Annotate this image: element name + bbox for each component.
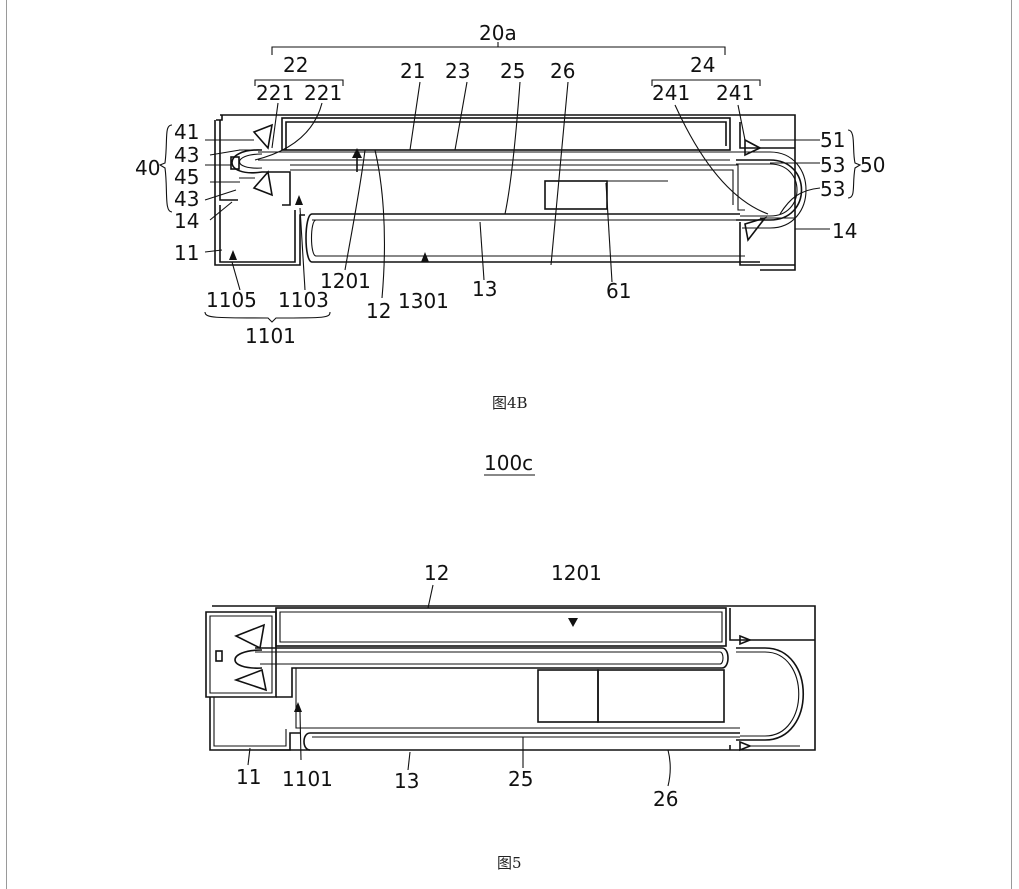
pin-45 bbox=[230, 156, 240, 170]
clip-41 bbox=[252, 123, 274, 150]
label-53-bottom: 53 bbox=[820, 177, 845, 201]
figure-5-title: 100c bbox=[484, 451, 533, 475]
label-40: 40 bbox=[135, 156, 160, 180]
label-53-top: 53 bbox=[820, 153, 845, 177]
label-26-fig5: 26 bbox=[653, 787, 678, 811]
label-241-left: 241 bbox=[652, 81, 690, 105]
plate-21 bbox=[258, 151, 738, 161]
label-26: 26 bbox=[550, 59, 575, 83]
chamber-12-fig5 bbox=[275, 607, 727, 647]
label-23: 23 bbox=[445, 59, 470, 83]
label-12-fig5: 12 bbox=[424, 561, 449, 585]
brace-20a bbox=[271, 46, 726, 55]
page-edge-right bbox=[1011, 0, 1012, 889]
brace-1101 bbox=[204, 311, 331, 323]
label-1201-fig5: 1201 bbox=[551, 561, 602, 585]
label-1101-fig5: 1101 bbox=[282, 767, 333, 791]
clip-43 bbox=[252, 170, 274, 197]
label-14-left: 14 bbox=[174, 209, 199, 233]
label-43-bottom: 43 bbox=[174, 187, 199, 211]
page-edge-left bbox=[6, 0, 7, 889]
label-25: 25 bbox=[500, 59, 525, 83]
label-45: 45 bbox=[174, 165, 199, 189]
box-left-fig5 bbox=[537, 669, 599, 723]
label-25-fig5: 25 bbox=[508, 767, 533, 791]
housing-outline bbox=[220, 114, 796, 271]
label-20a: 20a bbox=[479, 21, 517, 45]
label-21: 21 bbox=[400, 59, 425, 83]
label-41: 41 bbox=[174, 120, 199, 144]
label-61: 61 bbox=[606, 279, 631, 303]
label-43-top: 43 bbox=[174, 143, 199, 167]
label-13-fig5: 13 bbox=[394, 769, 419, 793]
box-61 bbox=[544, 180, 608, 210]
label-1103: 1103 bbox=[278, 288, 329, 312]
brace-22 bbox=[254, 79, 344, 86]
frame-11 bbox=[214, 120, 305, 266]
label-22: 22 bbox=[283, 53, 308, 77]
label-12: 12 bbox=[366, 299, 391, 323]
housing-outline-5 bbox=[212, 605, 816, 751]
label-11: 11 bbox=[174, 241, 199, 265]
bend-24 bbox=[736, 159, 803, 221]
label-1105: 1105 bbox=[206, 288, 257, 312]
label-14-right: 14 bbox=[832, 219, 857, 243]
label-241-right: 241 bbox=[716, 81, 754, 105]
frame-50 bbox=[739, 122, 795, 149]
label-13: 13 bbox=[472, 277, 497, 301]
label-221-left: 221 bbox=[256, 81, 294, 105]
brace-40 bbox=[158, 124, 173, 213]
bend-22 bbox=[231, 149, 291, 206]
label-1101: 1101 bbox=[245, 324, 296, 348]
clip-bottom-fig5 bbox=[233, 668, 268, 692]
chamber-13-fig5 bbox=[303, 732, 311, 751]
label-51: 51 bbox=[820, 128, 845, 152]
bend-left-fig5 bbox=[234, 649, 263, 669]
box-right-fig5 bbox=[597, 669, 725, 723]
label-1301: 1301 bbox=[398, 289, 449, 313]
brace-50 bbox=[847, 129, 862, 199]
chamber-13 bbox=[305, 213, 760, 263]
caption-fig-4b: 图4B bbox=[492, 394, 528, 412]
pin-fig5 bbox=[215, 650, 223, 662]
caption-fig-5: 图5 bbox=[497, 854, 522, 872]
plate-fig5 bbox=[255, 647, 729, 698]
label-24: 24 bbox=[690, 53, 715, 77]
figure-5: 100c bbox=[205, 451, 816, 872]
brace-24 bbox=[651, 79, 761, 86]
label-50: 50 bbox=[860, 153, 885, 177]
label-221-right: 221 bbox=[304, 81, 342, 105]
chamber-12 bbox=[281, 117, 731, 151]
label-11-fig5: 11 bbox=[236, 765, 261, 789]
label-1201: 1201 bbox=[320, 269, 371, 293]
clip-top-fig5 bbox=[234, 623, 266, 650]
bend-right-fig5 bbox=[736, 647, 805, 741]
figure-4b: 20a 22 221 221 21 23 25 26 24 241 241 41… bbox=[135, 21, 885, 412]
